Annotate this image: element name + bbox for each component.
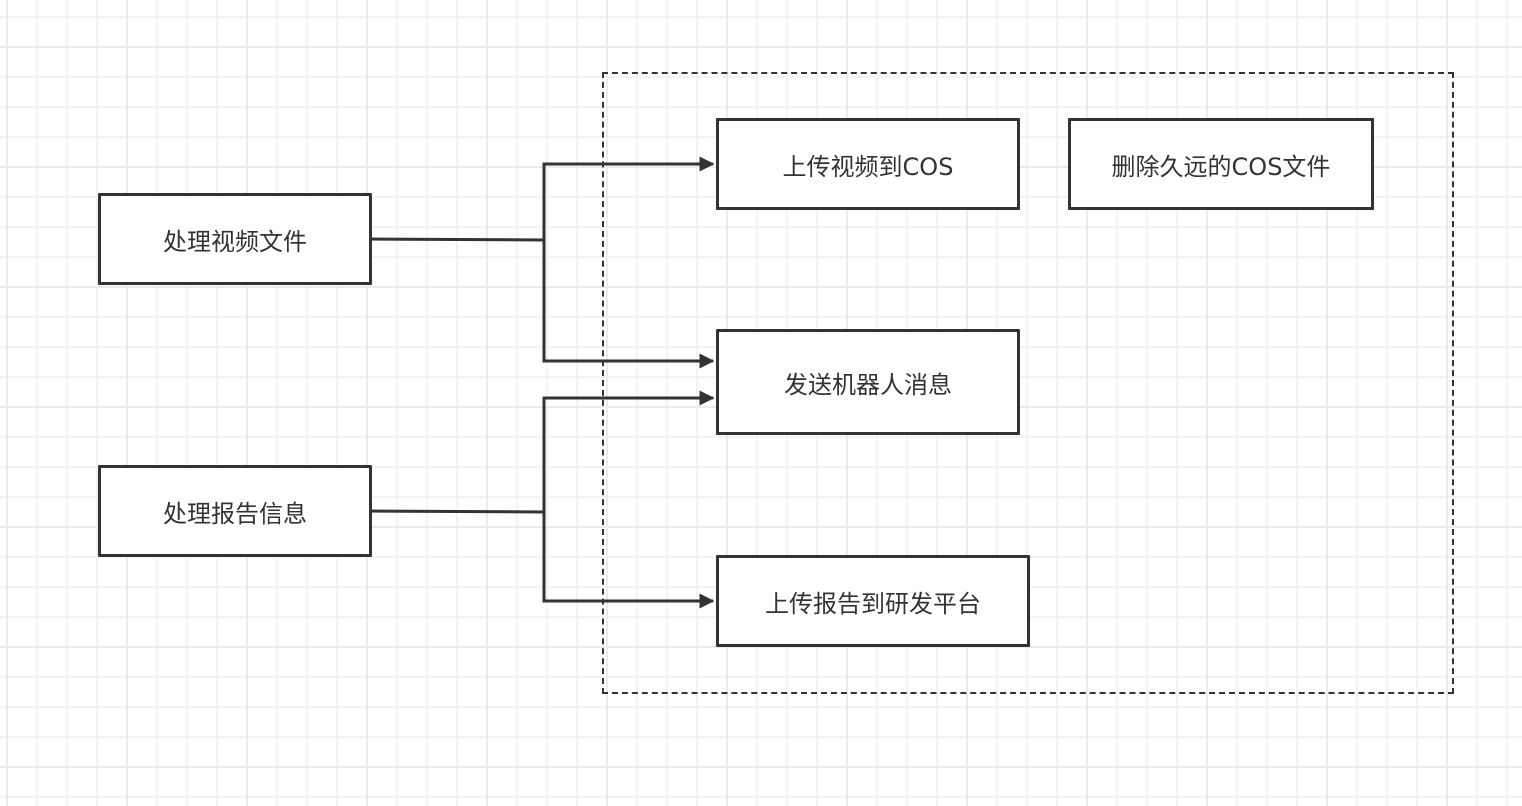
edge-process-video-to-send-bot-message[interactable] [542,240,715,369]
node-label: 处理报告信息 [163,499,307,528]
node-delete-old-cos[interactable]: 删除久远的COS文件 [1068,118,1374,210]
edge-process-report-to-upload-report-platform[interactable] [542,512,715,609]
node-label: 发送机器人消息 [784,370,952,399]
node-upload-report-platform[interactable]: 上传报告到研发平台 [716,555,1030,647]
node-process-report[interactable]: 处理报告信息 [98,465,372,557]
node-label: 删除久远的COS文件 [1111,152,1331,181]
node-label: 上传报告到研发平台 [765,589,981,618]
node-process-video[interactable]: 处理视频文件 [98,193,372,285]
node-label: 处理视频文件 [163,227,307,256]
node-label: 上传视频到COS [782,152,954,181]
node-send-bot-message[interactable]: 发送机器人消息 [716,329,1020,435]
edge-process-video-to-upload-video-cos[interactable] [369,156,715,242]
node-upload-video-cos[interactable]: 上传视频到COS [716,118,1020,210]
edge-process-report-to-send-bot-message[interactable] [369,390,715,514]
tasks-group[interactable] [602,72,1454,694]
